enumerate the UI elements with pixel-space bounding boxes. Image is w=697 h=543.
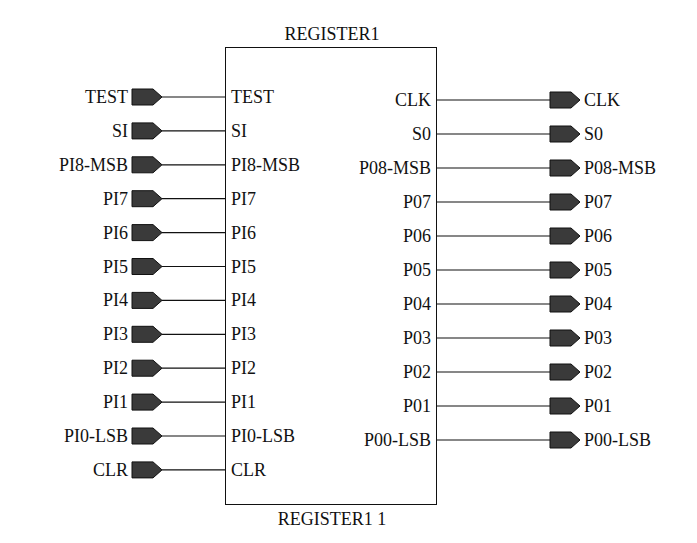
wire: [162, 164, 225, 165]
output-port-symbol: [550, 262, 580, 278]
pin-name: PI3: [231, 324, 256, 344]
port-name: PI6: [103, 223, 128, 243]
wire: [162, 402, 225, 403]
port-name: S0: [584, 124, 603, 144]
port-name: PI3: [103, 324, 128, 344]
output-port-symbol: [550, 296, 580, 312]
port-name: P01: [584, 396, 612, 416]
wire: [162, 334, 225, 335]
input-port-symbol: [132, 157, 162, 173]
pin-name: PI7: [231, 189, 256, 209]
port-name: P00-LSB: [584, 430, 651, 450]
output-port-symbol: [550, 92, 580, 108]
wire: [437, 201, 550, 202]
wire: [437, 167, 550, 168]
pin-name: P08-MSB: [359, 158, 431, 178]
port-name: P05: [584, 260, 612, 280]
pin-name: P04: [403, 294, 431, 314]
port-name: PI2: [103, 358, 128, 378]
wire: [162, 266, 225, 267]
wire: [437, 439, 550, 440]
pin-name: P02: [403, 362, 431, 382]
output-port-symbol: [550, 228, 580, 244]
pin-name: PI0-LSB: [231, 426, 295, 446]
wire: [437, 371, 550, 372]
instance-name: REGISTER1 1: [278, 509, 387, 529]
input-port-symbol: [132, 225, 162, 241]
port-name: PI5: [103, 257, 128, 277]
port-name: PI4: [103, 290, 128, 310]
pin-name: CLK: [395, 90, 431, 110]
wire: [437, 303, 550, 304]
input-port-symbol: [132, 462, 162, 478]
port-name: P06: [584, 226, 612, 246]
wire: [162, 232, 225, 233]
port-name: SI: [112, 121, 128, 141]
pin-name: SI: [231, 121, 247, 141]
block-name: REGISTER1: [284, 24, 379, 44]
port-name: CLR: [93, 460, 128, 480]
pin-name: S0: [412, 124, 431, 144]
output-port-symbol: [550, 126, 580, 142]
wire: [162, 368, 225, 369]
input-port-symbol: [132, 123, 162, 139]
port-name: PI0-LSB: [64, 426, 128, 446]
pin-name: PI5: [231, 257, 256, 277]
wire: [162, 198, 225, 199]
output-port-symbol: [550, 160, 580, 176]
wire: [162, 130, 225, 131]
port-name: P04: [584, 294, 612, 314]
input-port-symbol: [132, 259, 162, 275]
wire: [162, 96, 225, 97]
port-name: PI7: [103, 189, 128, 209]
wire: [437, 133, 550, 134]
pin-name: TEST: [231, 87, 274, 107]
port-name: P07: [584, 192, 612, 212]
input-port-symbol: [132, 394, 162, 410]
input-port-symbol: [132, 89, 162, 105]
pin-name: P05: [403, 260, 431, 280]
output-port-symbol: [550, 194, 580, 210]
pin-name: P06: [403, 226, 431, 246]
pin-name: P01: [403, 396, 431, 416]
port-name: P02: [584, 362, 612, 382]
port-name: CLK: [584, 90, 620, 110]
wire: [437, 235, 550, 236]
input-port-symbol: [132, 428, 162, 444]
pin-name: P03: [403, 328, 431, 348]
wire: [437, 269, 550, 270]
pin-name: PI8-MSB: [231, 155, 300, 175]
port-name: PI1: [103, 392, 128, 412]
output-port-symbol: [550, 364, 580, 380]
wire: [162, 469, 225, 470]
pin-name: CLR: [231, 460, 266, 480]
pin-name: PI2: [231, 358, 256, 378]
wire: [437, 337, 550, 338]
wire: [162, 435, 225, 436]
port-name: P03: [584, 328, 612, 348]
input-port-symbol: [132, 360, 162, 376]
pin-name: PI6: [231, 223, 256, 243]
input-port-symbol: [132, 292, 162, 308]
port-name: PI8-MSB: [59, 155, 128, 175]
pin-name: P00-LSB: [364, 430, 431, 450]
pin-name: PI1: [231, 392, 256, 412]
output-port-symbol: [550, 432, 580, 448]
input-port-symbol: [132, 191, 162, 207]
port-name: TEST: [85, 87, 128, 107]
wire: [437, 405, 550, 406]
wire: [162, 300, 225, 301]
port-name: P08-MSB: [584, 158, 656, 178]
input-port-symbol: [132, 326, 162, 342]
pin-name: PI4: [231, 290, 256, 310]
wire: [437, 99, 550, 100]
output-port-symbol: [550, 330, 580, 346]
output-port-symbol: [550, 398, 580, 414]
pin-name: P07: [403, 192, 431, 212]
